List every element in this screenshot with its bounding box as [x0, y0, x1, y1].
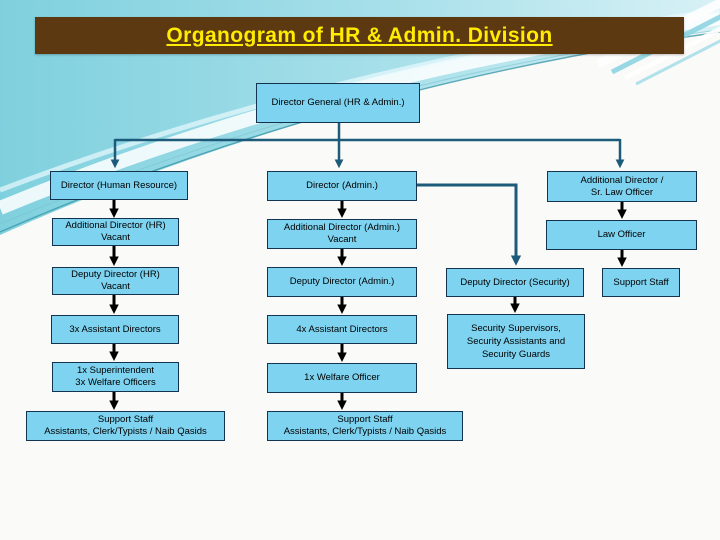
- org-box-label: Deputy Director (HR): [71, 269, 160, 280]
- org-box-deputy-director-admin: Deputy Director (Admin.): [267, 267, 417, 297]
- org-box-label: Additional Director (HR): [65, 220, 166, 231]
- org-box-label: Director (Admin.): [306, 180, 378, 191]
- org-box-label: Support Staff: [337, 414, 393, 425]
- org-box-label: Director (Human Resource): [60, 179, 178, 191]
- title-bar: Organogram of HR & Admin. Division: [35, 17, 684, 54]
- org-box-label: Assistants, Clerk/Typists / Naib Qasids: [283, 426, 447, 437]
- org-box-label: Deputy Director (Security): [460, 276, 570, 288]
- org-box-assistant-directors-admin: 4x Assistant Directors: [267, 315, 417, 344]
- org-box-label: Security Guards: [481, 349, 551, 360]
- org-box-label: 1x Welfare Officer: [304, 372, 380, 383]
- org-box-label: Vacant: [101, 281, 130, 292]
- org-box-label: 3x Welfare Officers: [75, 377, 156, 388]
- org-box-label: Additional Director /: [580, 174, 664, 186]
- org-box-label: Security Supervisors,: [471, 323, 561, 334]
- org-box-director-hr: Director (Human Resource): [50, 171, 188, 200]
- org-box-assistant-directors-hr: 3x Assistant Directors: [51, 315, 179, 344]
- org-box-deputy-director-hr: Deputy Director (HR) Vacant: [52, 267, 179, 295]
- org-box-label: Support Staff: [613, 276, 669, 288]
- org-box-support-staff-admin: Support Staff Assistants, Clerk/Typists …: [267, 411, 463, 441]
- org-box-deputy-director-security: Deputy Director (Security): [446, 268, 584, 297]
- org-box-superintendent-welfare-hr: 1x Superintendent 3x Welfare Officers: [52, 362, 179, 392]
- org-box-additional-director-hr: Additional Director (HR) Vacant: [52, 218, 179, 246]
- org-box-additional-director-admin: Additional Director (Admin.) Vacant: [267, 219, 417, 249]
- org-box-label: Sr. Law Officer: [590, 186, 654, 198]
- org-box-label: Additional Director (Admin.): [283, 222, 401, 233]
- org-box-security-staff: Security Supervisors, Security Assistant…: [447, 314, 585, 369]
- org-box-label: 4x Assistant Directors: [296, 323, 388, 335]
- org-box-label: 1x Superintendent: [76, 365, 155, 376]
- org-box-label: Assistants, Clerk/Typists / Naib Qasids: [44, 426, 207, 437]
- org-box-label: Director General (HR & Admin.): [271, 97, 405, 108]
- slide-title: Organogram of HR & Admin. Division: [166, 23, 553, 47]
- org-box-label: Deputy Director (Admin.): [289, 276, 395, 287]
- org-box-law-officer: Law Officer: [546, 220, 697, 250]
- org-box-additional-director-law: Additional Director / Sr. Law Officer: [547, 171, 697, 202]
- org-box-support-staff-hr: Support Staff Assistants, Clerk/Typists …: [26, 411, 225, 441]
- org-box-welfare-officer-admin: 1x Welfare Officer: [267, 363, 417, 393]
- org-box-label: Security Assistants and: [466, 336, 566, 347]
- org-box-label: Law Officer: [597, 229, 646, 240]
- org-box-director-admin: Director (Admin.): [267, 171, 417, 201]
- org-box-label: 3x Assistant Directors: [69, 323, 161, 335]
- org-box-label: Vacant: [101, 232, 130, 243]
- org-box-support-staff-law: Support Staff: [602, 268, 680, 297]
- org-box-label: Vacant: [327, 234, 357, 245]
- org-box-label: Support Staff: [97, 414, 154, 425]
- org-box-director-general: Director General (HR & Admin.): [256, 83, 420, 123]
